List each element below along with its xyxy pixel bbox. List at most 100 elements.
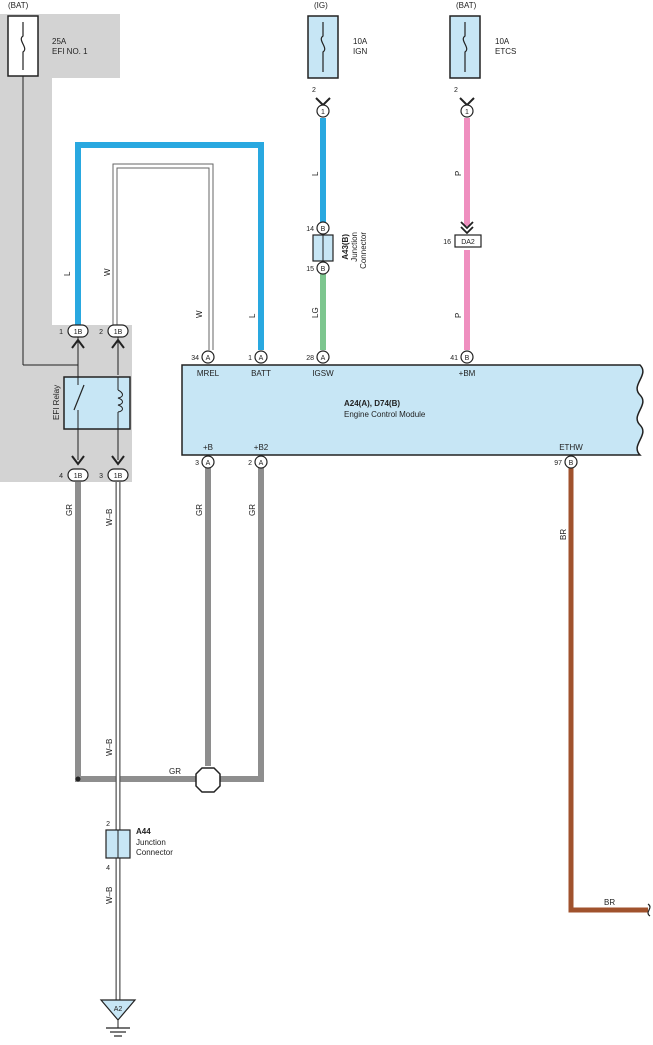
ecm-pin-mrel: A 34 MREL [191,350,220,378]
wire-br [568,468,648,913]
fuse-etcs: (BAT) 10A ETCS 2 [449,1,516,94]
fuse-efi-rating: 25A [52,37,67,46]
svg-text:4: 4 [106,865,110,872]
relay-pin-2: 2 1B [99,324,129,349]
svg-text:A: A [206,355,211,362]
svg-text:MREL: MREL [197,369,220,378]
ecm-subtitle: Engine Control Module [344,410,426,419]
svg-text:2: 2 [248,460,252,467]
svg-text:1B: 1B [74,473,83,480]
label-w-mrel: W [195,310,204,318]
junction-a44-title: A44 [136,827,151,836]
junction-a43-sub2: Connector [359,232,368,269]
wb-junction-dot [75,776,81,782]
svg-text:1: 1 [59,329,63,336]
wire-gr-loop [75,482,196,782]
svg-text:+BM: +BM [459,369,476,378]
label-w-relay: W [103,268,112,276]
relay-name: EFI Relay [52,385,61,420]
connector-da2: DA2 16 [443,221,482,248]
relay-pin-1: 1 1B [59,324,89,349]
wire-gr-b2 [220,468,264,782]
efi-relay: 1 1B 2 1B EFI Relay 4 1B [52,324,131,482]
svg-text:1: 1 [465,109,469,116]
junction-a44: 2 4 A44 Junction Connector [105,821,173,872]
ecm-pin-b: +B A 3 [195,443,215,469]
label-l-ig: L [311,171,320,176]
fuse-efi-name: EFI NO. 1 [52,47,88,56]
splice-gr [195,767,221,793]
ecm-pin-bm: B 41 +BM [450,350,476,378]
ecm-pin-igsw: A 28 IGSW [306,350,334,378]
label-br-vertical: BR [559,529,568,540]
junction-a44-sub1: Junction [136,838,166,847]
ground-a2: A2 [99,999,137,1037]
wire-w-mrel-inner [113,164,213,350]
ecm-pin-ethw: ETHW B 97 [554,443,583,469]
fuse-ign-name: IGN [353,47,367,56]
engine-control-module: A24(A), D74(B) Engine Control Module A 3… [181,350,644,469]
fuse-ign-source: (IG) [314,1,328,10]
svg-text:IGSW: IGSW [312,369,334,378]
junction-a44-sub2: Connector [136,848,173,857]
svg-text:B: B [569,460,574,467]
label-wb-relay: W–B [105,509,114,526]
svg-text:+B: +B [203,443,213,452]
wire-labels: L W W L L LG P P GR W–B GR GR W–B GR W–B… [63,171,615,907]
svg-text:41: 41 [450,355,458,362]
svg-text:1B: 1B [114,329,123,336]
fuse-ign-rating: 10A [353,37,368,46]
label-gr-b2: GR [248,504,257,516]
svg-text:14: 14 [306,226,314,233]
ground-label: A2 [114,1006,123,1013]
svg-text:+B2: +B2 [254,443,269,452]
svg-text:28: 28 [306,355,314,362]
svg-text:A: A [321,355,326,362]
svg-text:1: 1 [321,109,325,116]
da2-pin: 16 [443,239,451,246]
relay-pin-4: 4 1B [59,429,89,482]
svg-text:2: 2 [99,329,103,336]
svg-text:BATT: BATT [251,369,271,378]
svg-text:97: 97 [554,460,562,467]
wire-l-batt [75,142,264,350]
svg-text:34: 34 [191,355,199,362]
svg-text:1B: 1B [74,329,83,336]
label-gr-b: GR [195,504,204,516]
svg-text:A: A [206,460,211,467]
wire-w-mrel-outer [112,163,214,350]
svg-text:ETHW: ETHW [559,443,583,452]
label-gr-splice: GR [169,767,181,776]
fuse-ign-pin: 2 [312,87,316,94]
label-p-upper: P [454,171,463,176]
label-gr-relay: GR [65,504,74,516]
label-wb-mid: W–B [105,739,114,756]
label-lg: LG [311,307,320,318]
fuse-ign: (IG) 10A IGN 2 [307,1,368,94]
svg-text:1B: 1B [114,473,123,480]
fuse-etcs-connector: 1 [459,97,475,118]
ecm-pin-batt: A 1 BATT [248,350,271,378]
junction-a43: B 14 B 15 A43(B) Junction Connector [306,221,368,275]
fuse-etcs-source: (BAT) [456,1,477,10]
label-l-batt: L [248,313,257,318]
svg-text:2: 2 [106,821,110,828]
junction-a43-title: A43(B) [341,234,350,260]
svg-text:3: 3 [195,460,199,467]
label-l-relay: L [63,271,72,276]
svg-text:15: 15 [306,266,314,273]
fuse-etcs-name: ETCS [495,47,516,56]
ecm-pin-b2: +B2 A 2 [248,443,269,469]
svg-text:A: A [259,460,264,467]
svg-text:B: B [321,266,326,273]
da2-label: DA2 [461,239,475,246]
svg-text:B: B [465,355,470,362]
svg-text:3: 3 [99,473,103,480]
svg-text:4: 4 [59,473,63,480]
relay-pin-3: 3 1B [99,429,129,482]
fuse-efi-source: (BAT) [8,1,29,10]
junction-a43-sub1: Junction [350,232,359,262]
svg-text:B: B [321,226,326,233]
fuse-ign-connector: 1 [315,97,331,118]
